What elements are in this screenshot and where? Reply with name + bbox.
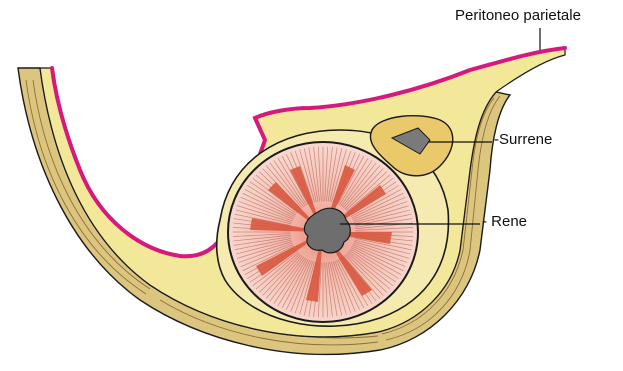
label-peritoneo-parietale: Peritoneo parietale (455, 8, 581, 23)
label-surrene: -Surrene (494, 132, 552, 147)
label-rene: - Rene (482, 214, 527, 229)
